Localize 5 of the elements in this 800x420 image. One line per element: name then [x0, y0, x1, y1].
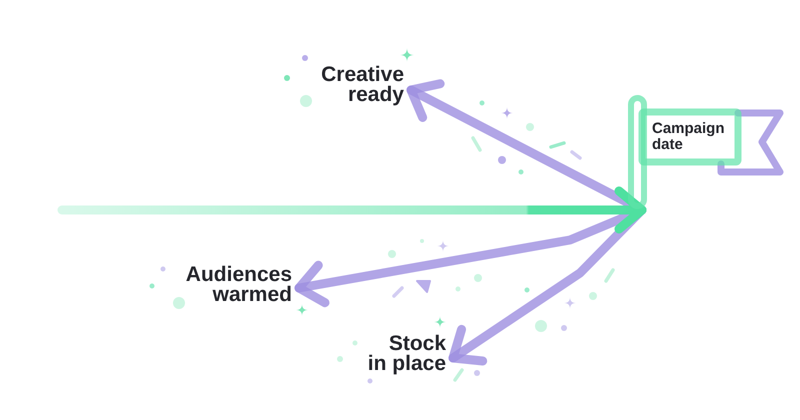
milestone-label: Creative ready — [314, 65, 404, 105]
arrow — [58, 186, 646, 234]
milestone-label: Audiences warmed — [180, 265, 292, 305]
milestone-label: Stock in place — [366, 334, 446, 374]
flag-label: Campaign date — [652, 121, 726, 153]
